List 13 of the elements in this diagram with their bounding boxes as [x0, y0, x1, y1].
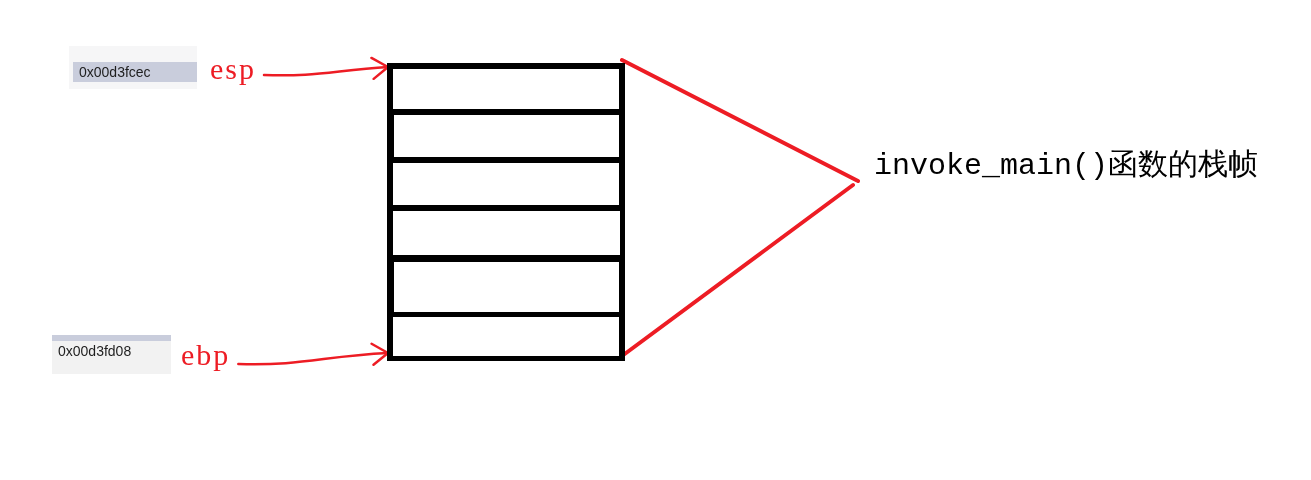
stack-slot	[390, 258, 622, 315]
register-label: ebp	[181, 338, 231, 372]
frame-label: invoke_main()函数的栈帧	[874, 148, 1259, 184]
register-label: esp	[210, 52, 256, 86]
stack-slot	[390, 208, 622, 258]
memory-address: 0x00d3fcec	[73, 62, 197, 82]
stack-slot	[390, 160, 622, 208]
stack-slot	[390, 66, 622, 112]
stack-slot	[390, 112, 622, 160]
stack-frame-box	[387, 63, 625, 361]
stack-slot	[390, 315, 622, 358]
arrow	[237, 342, 390, 367]
arrow	[262, 56, 390, 81]
